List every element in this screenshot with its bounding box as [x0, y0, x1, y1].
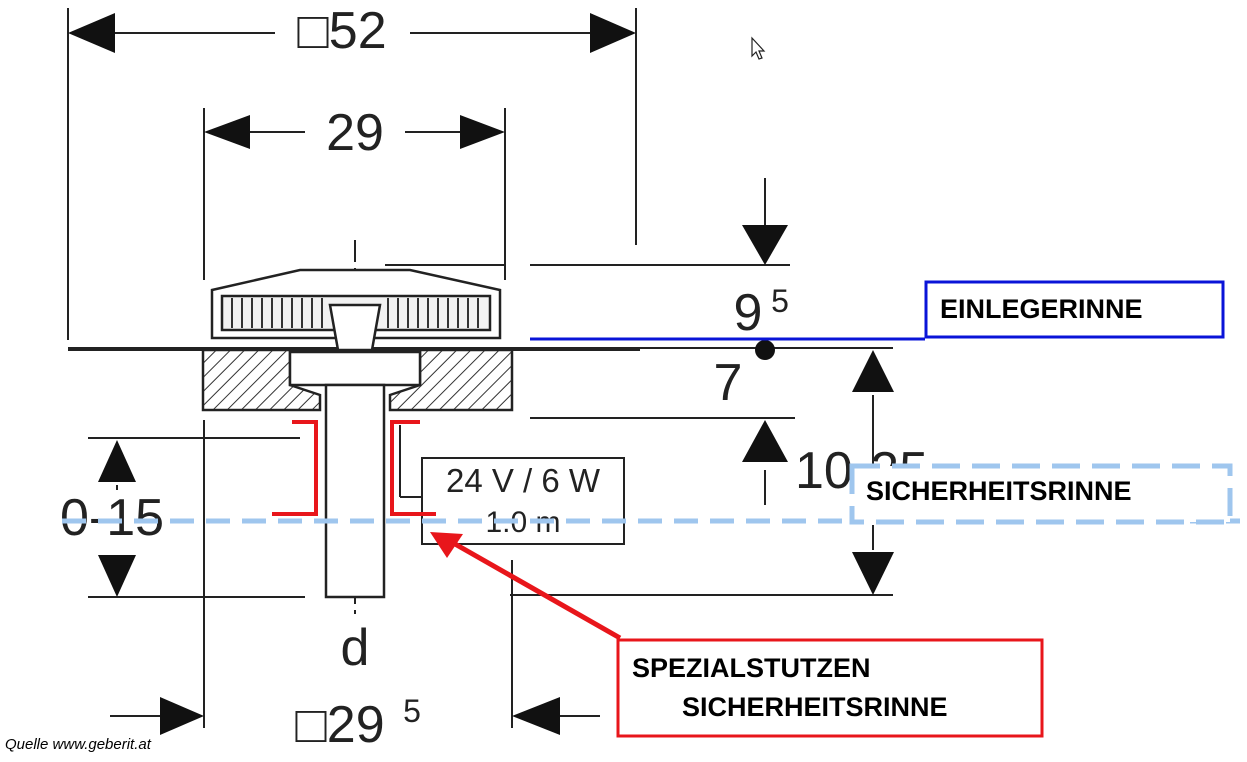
dim-offset: 7 [714, 354, 743, 412]
spezial-arrow-line [446, 537, 622, 641]
dim-pipe: d [341, 619, 370, 677]
spezial-label-1: SPEZIALSTUTZEN [632, 653, 871, 683]
grate-slots [231, 298, 479, 328]
dim-top-height-exp: 5 [771, 283, 789, 319]
dim-adjust: 0-15 [60, 489, 164, 547]
spezial-arrow-head [430, 532, 463, 558]
sicherheitsrinne-box [849, 463, 1233, 525]
sicherheitsrinne-label: SICHERHEITSRINNE [866, 476, 1132, 506]
einlegerinne-label: EINLEGERINNE [940, 294, 1143, 324]
drain-center-plug [328, 303, 382, 352]
red-brackets [272, 420, 436, 516]
dim-top-width: 29 [326, 104, 384, 162]
dim-total-width: □52 [297, 2, 386, 60]
dimension-arrows [68, 13, 894, 735]
dim-top-height: 9 [734, 284, 763, 342]
dim-bottom: □29 [295, 696, 384, 754]
mouse-pointer-icon [751, 36, 766, 60]
hatched-slab [201, 348, 514, 412]
dot-marker [755, 340, 775, 360]
spezial-box [616, 638, 1044, 738]
source-caption: Quelle www.geberit.at [5, 736, 151, 753]
drain-pipe [324, 383, 386, 599]
einlegerinne-box [924, 280, 1225, 339]
dim-bottom-exp: 5 [403, 693, 421, 729]
spec-line-1: 24 V / 6 W [446, 462, 601, 499]
spec-box: 24 V / 6 W 1.0 m [421, 457, 625, 545]
spezial-label-2: SICHERHEITSRINNE [682, 692, 948, 722]
